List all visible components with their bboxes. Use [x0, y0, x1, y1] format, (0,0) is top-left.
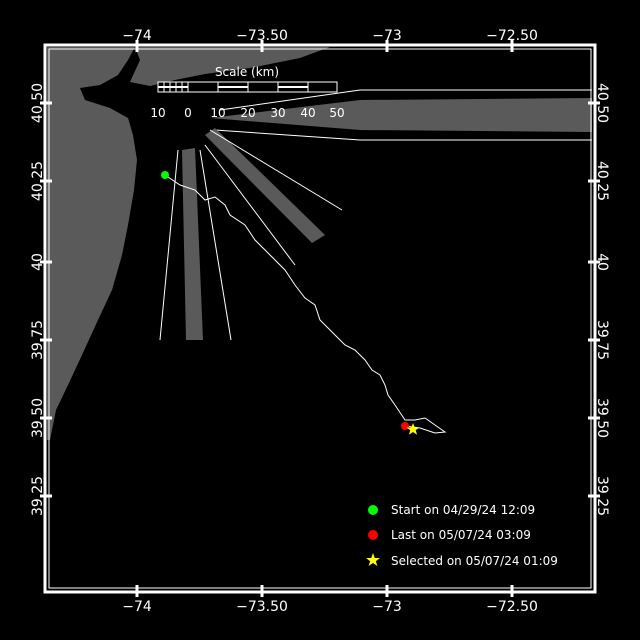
scale-label: 0 [184, 106, 192, 120]
x-tick-label: −73 [372, 28, 402, 44]
y-tick-label: 39.50 [594, 398, 610, 438]
x-tick-label: −73.50 [236, 599, 288, 615]
last-marker[interactable] [401, 422, 409, 430]
scale-label: 10 [210, 106, 225, 120]
scale-label: 10 [150, 106, 165, 120]
start-marker[interactable] [161, 171, 169, 179]
y-tick-label: 39.25 [594, 476, 610, 516]
scale-label: 20 [240, 106, 255, 120]
land-long-island [130, 47, 330, 86]
scale-bar: Scale (km) 10 0 10 20 30 40 50 [150, 65, 344, 120]
y-tick-label: 39.75 [30, 320, 46, 360]
scale-label: 30 [270, 106, 285, 120]
drifter-track [164, 174, 447, 434]
y-tick-label: 40.50 [30, 83, 46, 123]
y-tick-label: 39.75 [594, 320, 610, 360]
legend: Start on 04/29/24 12:09 Last on 05/07/24… [366, 503, 558, 568]
x-tick-label: −72.50 [486, 599, 538, 615]
legend-start: Start on 04/29/24 12:09 [391, 503, 535, 517]
red-dot-icon [368, 530, 378, 540]
y-tick-label: 40.25 [594, 161, 610, 201]
selected-marker[interactable] [406, 423, 420, 435]
yellow-star-icon [366, 553, 380, 566]
x-tick-label: −73 [372, 599, 402, 615]
tick-marks [40, 40, 600, 597]
y-tick-label: 40 [30, 253, 46, 271]
land-new-jersey [47, 47, 137, 440]
legend-selected: Selected on 05/07/24 01:09 [391, 554, 558, 568]
y-tick-label: 39.50 [30, 398, 46, 438]
x-tick-label: −72.50 [486, 28, 538, 44]
legend-last: Last on 05/07/24 03:09 [391, 528, 531, 542]
map-frame [43, 43, 597, 594]
x-tick-label: −74 [122, 599, 152, 615]
y-tick-label: 39.25 [30, 476, 46, 516]
scale-label: 50 [329, 106, 344, 120]
scale-title: Scale (km) [215, 65, 279, 79]
x-tick-label: −74 [122, 28, 152, 44]
shipping-lanes [159, 89, 592, 341]
y-tick-label: 40.25 [30, 161, 46, 201]
green-dot-icon [368, 505, 378, 515]
x-tick-label: −73.50 [236, 28, 288, 44]
y-tick-label: 40.50 [594, 83, 610, 123]
y-tick-label: 40 [594, 253, 610, 271]
scale-label: 40 [300, 106, 315, 120]
